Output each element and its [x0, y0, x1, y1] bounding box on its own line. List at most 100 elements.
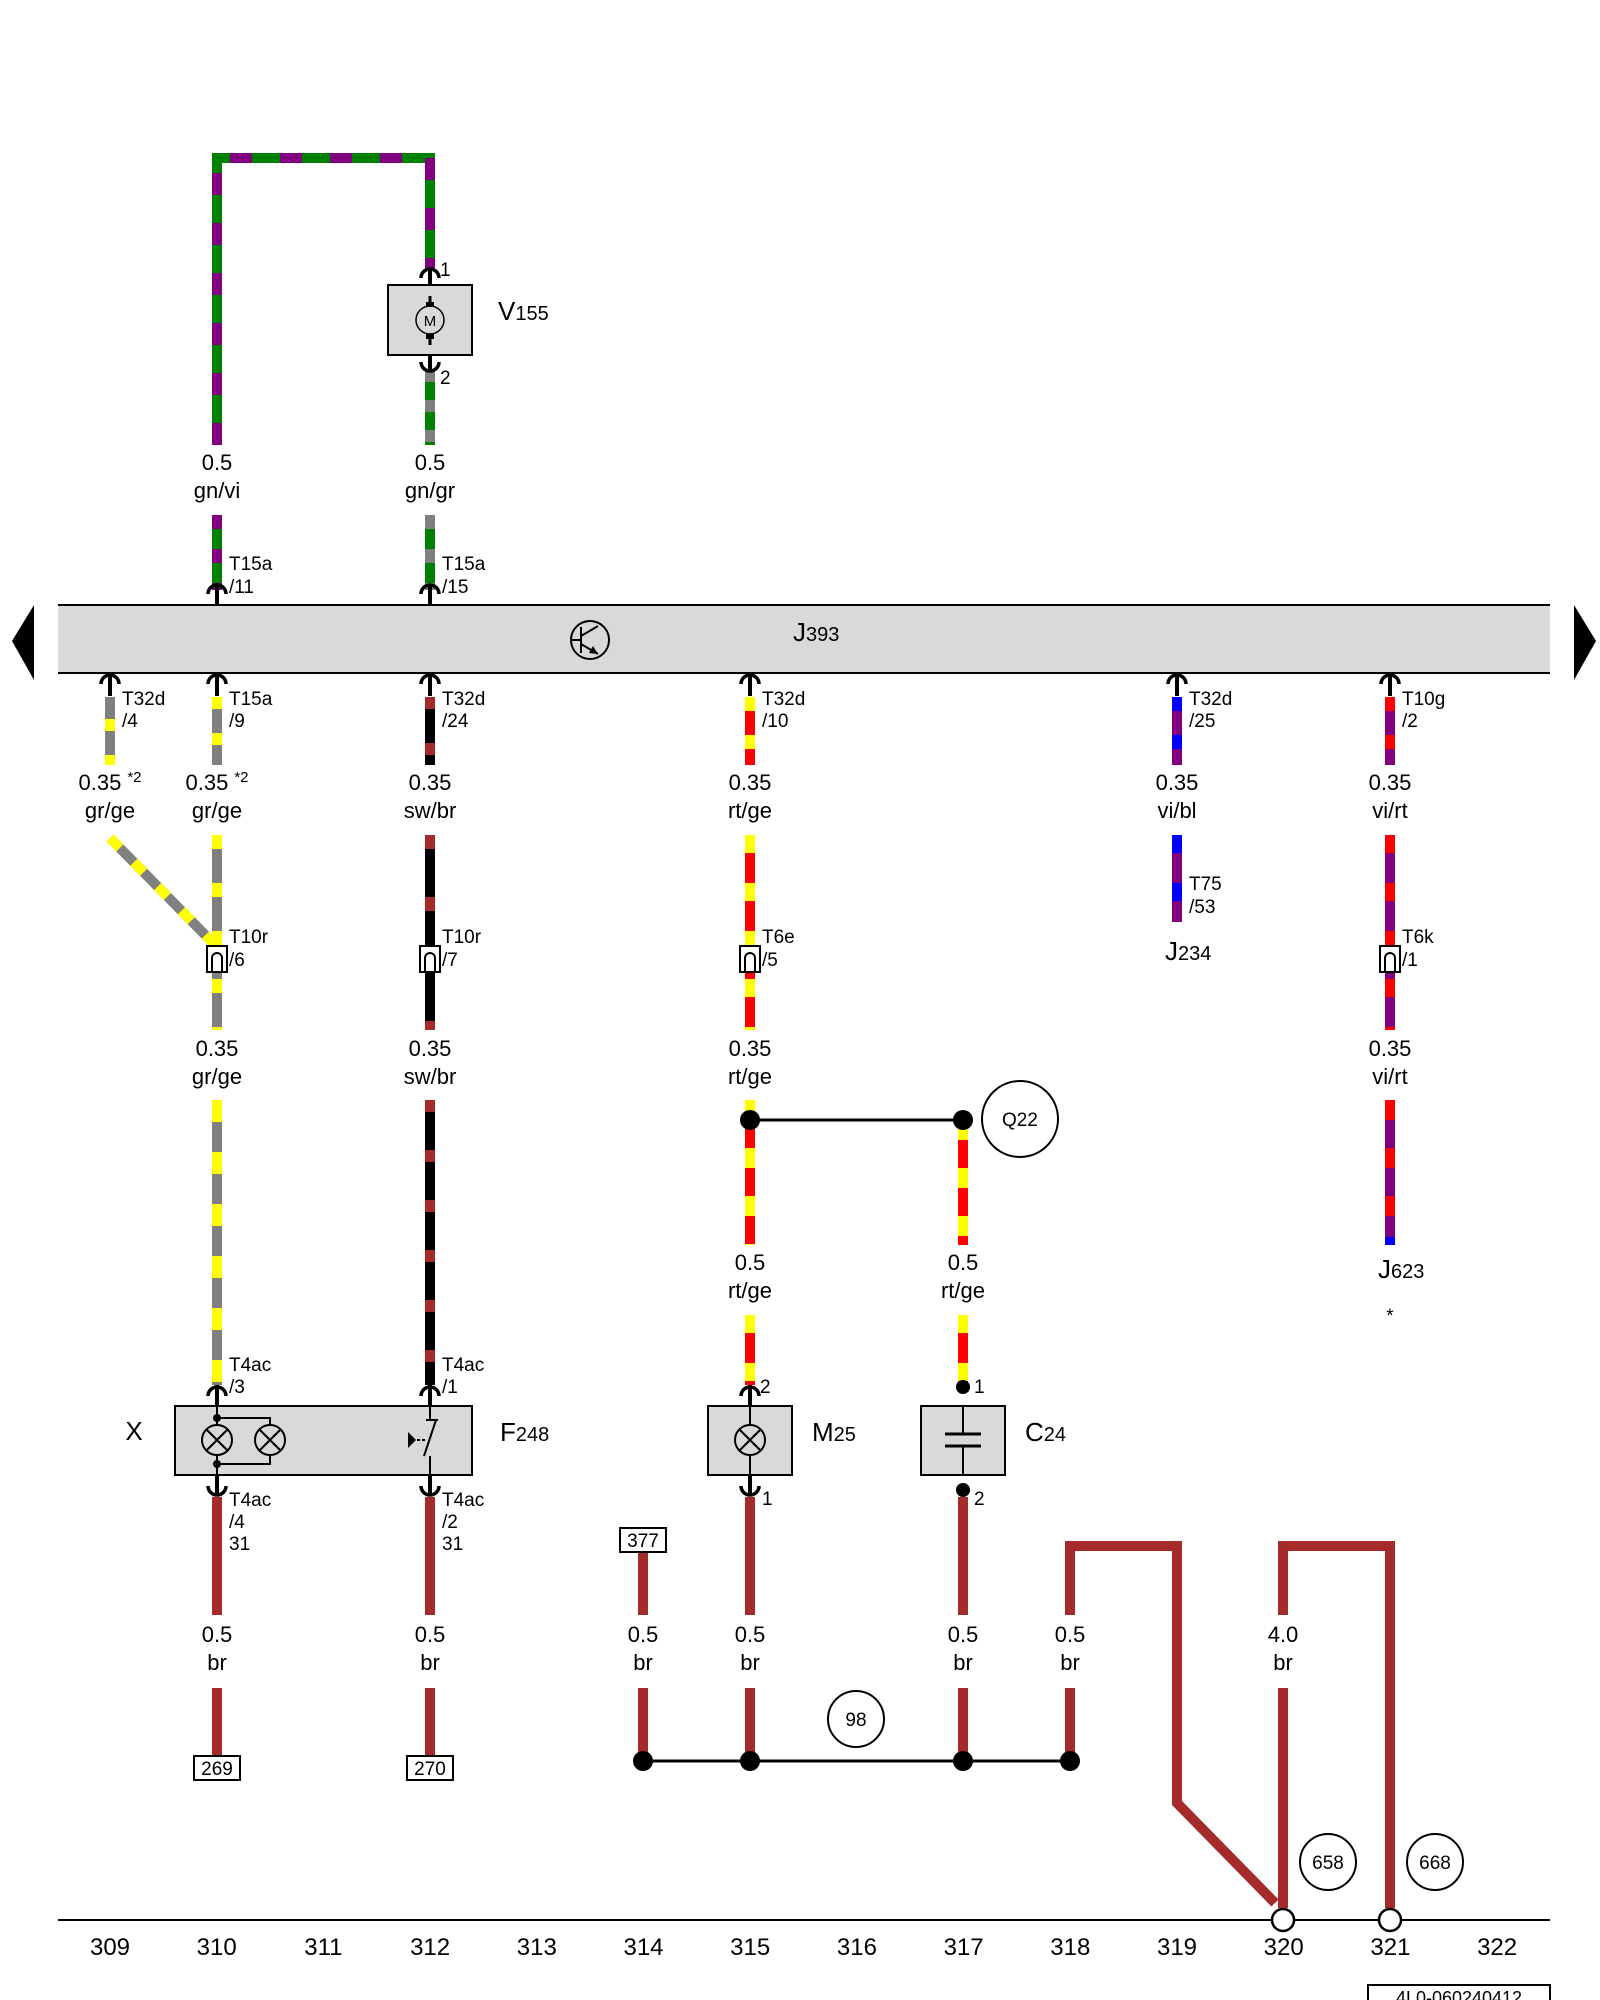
wire-label-v-left-color: gn/vi — [194, 478, 240, 503]
junction-dot-q22-right — [953, 1110, 973, 1130]
junction-dot — [633, 1751, 653, 1771]
conn-t15a-11-name: T15a — [229, 554, 273, 575]
connector-t6k-1-icon — [1379, 945, 1401, 973]
pin-dot-c24-1 — [956, 1380, 970, 1394]
wire-label-b2-color: gr/ge — [192, 1064, 242, 1089]
pin-mark-m25-2 — [739, 1385, 761, 1405]
j234-label: J234 — [1165, 936, 1211, 966]
wire-label-b2-size: 0.35 — [196, 1036, 239, 1061]
reference-377: 377 — [627, 1531, 659, 1552]
scale-tick-313: 313 — [517, 1934, 557, 1961]
wire-label-a6-color: vi/rt — [1372, 798, 1407, 823]
j393-control-unit-bar — [58, 605, 1550, 673]
wire-label-g4-color: br — [740, 1650, 760, 1675]
reference-269: 269 — [201, 1759, 233, 1780]
v155-label: V155 — [498, 296, 549, 326]
conn-t4ac-2-name: T4ac — [442, 1490, 484, 1511]
wire-label-a3-size: 0.35 — [409, 770, 452, 795]
bulb-icon — [201, 1424, 233, 1456]
wire-label-g5-color: br — [953, 1650, 973, 1675]
wire-label-g1-color: br — [207, 1650, 227, 1675]
conn-t15a-15-name: T15a — [442, 554, 486, 575]
conn-t4ac-1-pin: /1 — [442, 1377, 458, 1398]
ground-wire-to-668 — [1278, 1541, 1395, 1908]
scale-tick-317: 317 — [944, 1934, 984, 1961]
conn-t10r-7-pin: /7 — [442, 950, 458, 971]
conn-t32d-24-pin: /24 — [442, 711, 469, 732]
pin-mark-t4ac-1 — [419, 1385, 441, 1405]
ground-point-320 — [1270, 1907, 1296, 1933]
junction-dot — [740, 1751, 760, 1771]
pin-dot-c24-2 — [956, 1483, 970, 1497]
m25-pin-2: 2 — [760, 1377, 771, 1398]
conn-t32d-10-name: T32d — [762, 689, 805, 710]
scale-tick-309: 309 — [90, 1934, 130, 1961]
scale-tick-321: 321 — [1370, 1934, 1410, 1961]
wire-label-a2-color: gr/ge — [192, 798, 242, 823]
reference-circle-98 — [827, 1690, 885, 1748]
wire-label-b4-size: 0.35 — [729, 1036, 772, 1061]
ground-wires-upper — [212, 1497, 1288, 1615]
capacitor-icon — [945, 1406, 981, 1475]
scale-tick-322: 322 — [1477, 1934, 1517, 1961]
junction-dot — [1060, 1751, 1080, 1771]
reference-circle-668 — [1406, 1833, 1464, 1891]
wire-label-a2-size: 0.35*2 — [185, 769, 248, 795]
junction-dot — [953, 1751, 973, 1771]
wire-label-b3-size: 0.35 — [409, 1036, 452, 1061]
reference-box-270 — [406, 1755, 454, 1781]
c24-pin-1: 1 — [974, 1377, 985, 1398]
pin-mark-t4ac-2 — [419, 1476, 441, 1497]
wire-label-g3-color: br — [633, 1650, 653, 1675]
wire-label-g5-size: 0.5 — [948, 1622, 979, 1647]
scale-tick-320: 320 — [1264, 1934, 1304, 1961]
scale-tick-314: 314 — [623, 1934, 663, 1961]
wire-label-g7-size: 4.0 — [1268, 1622, 1299, 1647]
junction-dot-q22-left — [740, 1110, 760, 1130]
wire-label-c5-color: rt/ge — [941, 1278, 985, 1303]
wire-diagonal-gr-ge — [106, 834, 219, 949]
wire-label-v-right-color: gn/gr — [405, 478, 455, 503]
c24-pin-2: 2 — [974, 1489, 985, 1510]
scale-tick-319: 319 — [1157, 1934, 1197, 1961]
wire-label-b4-color: rt/ge — [728, 1064, 772, 1089]
wire-label-a3-color: sw/br — [404, 798, 457, 823]
arrow-left-icon — [12, 605, 34, 680]
conn-t6k-1-pin: /1 — [1402, 950, 1418, 971]
v155-pin-1-mark — [419, 267, 441, 287]
connector-t10r-7-icon — [419, 945, 441, 973]
motor-symbol: M — [424, 313, 437, 330]
transistor-icon — [570, 620, 610, 660]
conn-t4ac-2-pin: /2 — [442, 1512, 458, 1533]
conn-t4ac-4-name: T4ac — [229, 1490, 271, 1511]
scale-tick-315: 315 — [730, 1934, 770, 1961]
conn-t6k-1-name: T6k — [1402, 927, 1434, 948]
conn-t15a-15-pin: /15 — [442, 577, 468, 598]
conn-t10r-6-pin: /6 — [229, 950, 245, 971]
reference-98: 98 — [845, 1710, 866, 1731]
wire-label-g4-size: 0.5 — [735, 1622, 766, 1647]
conn-t10g-2-pin: /2 — [1402, 711, 1418, 732]
wire-label-v-left-size: 0.5 — [202, 450, 233, 475]
conn-t32d-25-name: T32d — [1189, 689, 1232, 710]
conn-t4ac-2-extra: 31 — [442, 1534, 463, 1555]
pin-mark-t15a-11 — [206, 583, 228, 604]
conn-t10r-6-name: T10r — [229, 927, 269, 948]
wire-label-a4-size: 0.35 — [729, 770, 772, 795]
wire-label-a5-size: 0.35 — [1156, 770, 1199, 795]
pin-mark-t4ac-4 — [206, 1476, 228, 1497]
j393-label: J393 — [793, 617, 839, 647]
wire-label-a4-color: rt/ge — [728, 798, 772, 823]
conn-t4ac-4-pin: /4 — [229, 1512, 245, 1533]
wire-label-c4-color: rt/ge — [728, 1278, 772, 1303]
wire-label-c5-size: 0.5 — [948, 1250, 979, 1275]
reference-658: 658 — [1312, 1853, 1344, 1874]
wire-label-a6-size: 0.35 — [1369, 770, 1412, 795]
conn-t4ac-3-pin: /3 — [229, 1377, 245, 1398]
j623-note: * — [1386, 1306, 1394, 1327]
v155-pin-2: 2 — [440, 368, 451, 389]
pin-mark-t4ac-3 — [206, 1385, 228, 1405]
wire-label-a1-color: gr/ge — [85, 798, 135, 823]
v155-pin-1: 1 — [440, 260, 451, 281]
wire-label-g7-color: br — [1273, 1650, 1293, 1675]
